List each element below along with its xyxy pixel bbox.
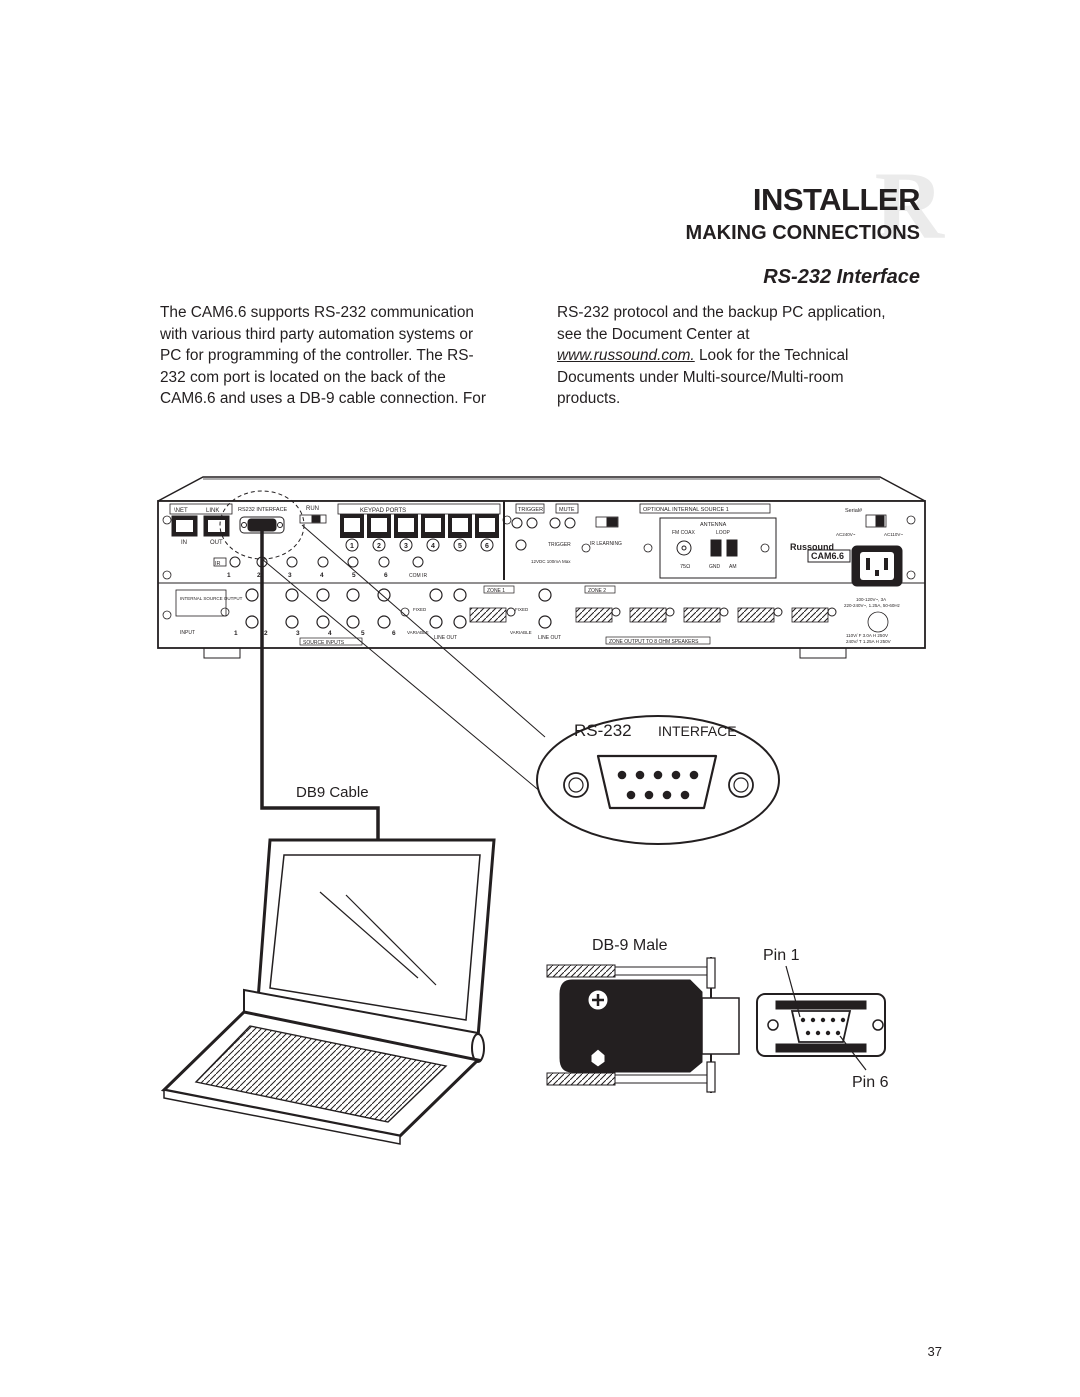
cam66-rear-panel: \NET LINK IN OUT RS232 INTERFACE RUN KEY… (157, 476, 926, 659)
svg-text:VARIABLE: VARIABLE (510, 630, 532, 635)
svg-text:\NET: \NET (174, 508, 188, 514)
svg-text:ANTENNA: ANTENNA (700, 522, 727, 528)
svg-text:RUN: RUN (306, 506, 319, 512)
svg-text:AC110V~: AC110V~ (884, 532, 903, 537)
svg-text:TRIGGER: TRIGGER (548, 542, 571, 548)
svg-text:75Ω: 75Ω (680, 564, 690, 570)
svg-text:5: 5 (352, 572, 356, 579)
svg-text:AM: AM (729, 564, 737, 570)
pin6-label: Pin 6 (852, 1074, 889, 1091)
body-line-with-link: www.russound.com. Look for the Technical (557, 347, 849, 364)
db9-male-connector: DB-9 Male (546, 937, 740, 1093)
svg-text:SOURCE INPUTS: SOURCE INPUTS (303, 640, 345, 646)
svg-text:INPUT: INPUT (180, 630, 195, 636)
db9-cable-label: DB9 Cable (296, 784, 369, 801)
interface-label-b: INTERFACE (658, 723, 737, 739)
svg-text:3: 3 (296, 630, 300, 637)
svg-text:4: 4 (320, 572, 324, 579)
svg-text:LINE OUT: LINE OUT (538, 635, 561, 641)
callout-line-top (301, 524, 546, 738)
svg-text:LOOP: LOOP (716, 530, 731, 536)
svg-text:IR LEARNING: IR LEARNING (590, 541, 622, 547)
svg-text:ZONE 2: ZONE 2 (588, 588, 606, 594)
body-line: RS-232 protocol and the backup PC applic… (557, 304, 886, 321)
keypad-ports-label: KEYPAD PORTS (360, 508, 406, 514)
db9-pin-face: Pin 1 Pin 6 (756, 947, 889, 1091)
page-number: 37 (927, 1344, 942, 1359)
svg-text:INTERNAL SOURCE OUTPUT: INTERNAL SOURCE OUTPUT (180, 596, 243, 601)
svg-text:6: 6 (485, 543, 489, 550)
svg-text:3: 3 (404, 543, 408, 550)
link-out-label: OUT (210, 540, 223, 546)
svg-text:6: 6 (384, 572, 388, 579)
trigger-label: TRIGGER (518, 507, 543, 513)
russound-link[interactable]: www.russound.com. (557, 347, 695, 364)
interface-label-a: RS-232 (574, 721, 632, 740)
svg-text:FIXED: FIXED (515, 607, 529, 612)
svg-text:1: 1 (234, 630, 238, 637)
svg-text:4: 4 (328, 630, 332, 637)
svg-text:COM IR: COM IR (409, 573, 427, 579)
db9-cable-line (260, 530, 380, 860)
page-header-title: INSTALLER (752, 182, 921, 217)
laptop-illustration (160, 838, 496, 1145)
svg-text:100-120V~, 3A: 100-120V~, 3A (856, 597, 886, 602)
link-label: LINK (206, 508, 219, 514)
body-left-column: The CAM6.6 supports RS-232 communication… (160, 302, 525, 410)
svg-text:1: 1 (350, 543, 354, 550)
svg-text:240V/ T 1.25A H 250V: 240V/ T 1.25A H 250V (846, 639, 891, 644)
svg-text:2: 2 (377, 543, 381, 550)
callout-line-bottom (261, 558, 579, 824)
svg-text:FM COAX: FM COAX (672, 530, 695, 536)
svg-text:220-240V~, 1.25A, 50-60Hz: 220-240V~, 1.25A, 50-60Hz (844, 603, 901, 608)
svg-text:4: 4 (431, 543, 435, 550)
svg-text:1: 1 (227, 572, 231, 579)
svg-text:FIXED: FIXED (413, 607, 427, 612)
model-label: CAM6.6 (811, 551, 844, 561)
svg-text:AC240V~: AC240V~ (836, 532, 856, 537)
svg-text:LINE OUT: LINE OUT (434, 635, 457, 641)
russound-logo-watermark: R (874, 152, 944, 259)
body-line: PC for programming of the controller. Th… (160, 347, 474, 364)
svg-text:ZONE OUTPUT TO 8 OHM SPEAKERS: ZONE OUTPUT TO 8 OHM SPEAKERS (609, 639, 699, 645)
svg-text:ZONE 1: ZONE 1 (487, 588, 505, 594)
svg-text:5: 5 (361, 630, 365, 637)
db9-male-label: DB-9 Male (592, 937, 668, 954)
svg-text:110V/ F 3.0A H 250V: 110V/ F 3.0A H 250V (846, 633, 888, 638)
body-line: products. (557, 390, 621, 407)
body-line: CAM6.6 and uses a DB-9 cable connection.… (160, 390, 486, 407)
rs232-interface-closeup: RS-232 INTERFACE (536, 715, 780, 845)
body-line: 232 com port is located on the back of t… (160, 368, 446, 386)
optional-source-label: OPTIONAL INTERNAL SOURCE 1 (643, 507, 729, 513)
rs232-port-label: RS232 INTERFACE (238, 507, 288, 513)
svg-text:5: 5 (458, 543, 462, 550)
body-line: with various third party automation syst… (160, 325, 474, 343)
svg-text:12VDC 100mA Max: 12VDC 100mA Max (531, 559, 571, 564)
page-header-subtitle: MAKING CONNECTIONS (685, 222, 920, 244)
svg-text:VARIABLE: VARIABLE (407, 630, 429, 635)
brand-label: Russound (790, 542, 834, 552)
svg-text:3: 3 (288, 572, 292, 579)
svg-text:GND: GND (709, 564, 721, 570)
body-line: see the Document Center at (557, 325, 750, 343)
mute-label: MUTE (559, 507, 575, 513)
svg-text:Serial#: Serial# (845, 508, 863, 514)
pin1-label: Pin 1 (763, 947, 800, 964)
svg-text:6: 6 (392, 630, 396, 637)
svg-text:2: 2 (264, 630, 268, 637)
link-in-label: IN (181, 540, 187, 546)
body-right-column: RS-232 protocol and the backup PC applic… (557, 302, 922, 410)
body-line: Documents under Multi-source/Multi-room (557, 368, 844, 386)
svg-text:IR: IR (215, 561, 221, 567)
body-line: The CAM6.6 supports RS-232 communication (160, 304, 474, 321)
svg-text:2: 2 (257, 572, 261, 579)
section-title: RS-232 Interface (763, 266, 920, 288)
